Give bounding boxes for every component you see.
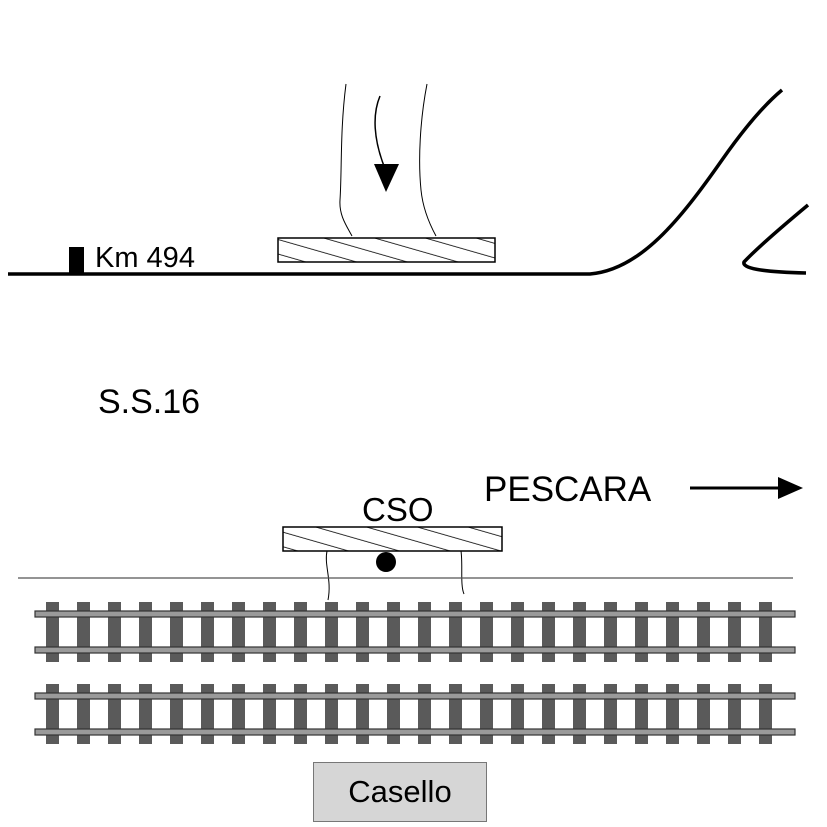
ramp-curve [742, 203, 810, 275]
track-lower [34, 684, 796, 744]
rail [34, 728, 796, 736]
rail [34, 692, 796, 700]
flow-arrow-shaft [374, 95, 385, 167]
cso-label: CSO [362, 491, 434, 528]
rail [34, 610, 796, 618]
lower-hatched-slab [282, 526, 503, 552]
milestone-icon [69, 247, 84, 274]
ground-profile-line [8, 88, 784, 276]
pier-right [460, 550, 465, 595]
road-label: S.S.16 [98, 383, 200, 421]
flow-line-left [339, 83, 353, 237]
casello-label: Casello [348, 774, 452, 809]
railway-tracks [34, 602, 796, 744]
down-arrow-icon [374, 164, 399, 192]
flow-line-right [419, 83, 437, 237]
pier-left [325, 550, 330, 601]
rail [34, 646, 796, 654]
track-upper [34, 602, 796, 662]
upper-hatched-slab [277, 237, 496, 263]
dot-icon [376, 552, 396, 572]
casello-box: Casello [313, 762, 487, 822]
direction-label: PESCARA [484, 470, 652, 509]
right-arrow-icon [778, 477, 803, 499]
km-label: Km 494 [95, 242, 195, 274]
